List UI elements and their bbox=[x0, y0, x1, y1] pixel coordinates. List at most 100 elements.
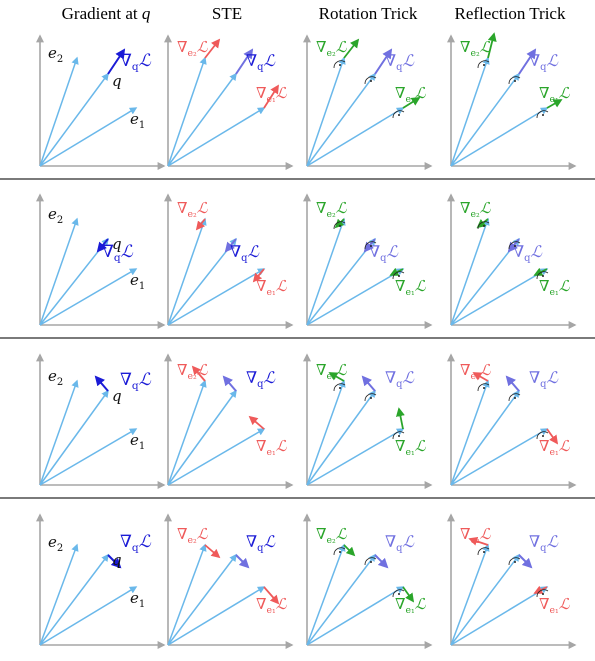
angle-arc bbox=[508, 557, 521, 566]
angle-arc bbox=[392, 110, 405, 119]
gradient-label: ∇qℒ bbox=[120, 370, 152, 392]
angle-dot bbox=[514, 561, 516, 563]
angle-arc bbox=[364, 393, 377, 402]
gradient-label: ∇e₁ℒ bbox=[539, 84, 571, 105]
panel-r1-c4: ∇qℒ∇e₂ℒ∇e₁ℒ bbox=[447, 32, 577, 170]
angle-arc bbox=[333, 383, 346, 392]
row-separator bbox=[0, 497, 595, 499]
vector-q bbox=[306, 553, 376, 646]
angle-arc bbox=[333, 60, 346, 69]
angle-arc bbox=[392, 431, 405, 440]
vector-label: q bbox=[112, 72, 122, 90]
vector-e2 bbox=[39, 56, 79, 167]
gradient-label: ∇e₁ℒ bbox=[256, 595, 288, 616]
angle-dot bbox=[398, 114, 400, 116]
gradient-e1-arrow bbox=[263, 84, 279, 109]
angle-dot bbox=[542, 114, 544, 116]
vector-q bbox=[39, 72, 109, 167]
header-text: Rotation Trick bbox=[318, 4, 418, 23]
angle-dot bbox=[398, 435, 400, 437]
angle-dot bbox=[370, 80, 372, 82]
vector-q bbox=[306, 72, 376, 167]
angle-dot bbox=[483, 225, 485, 227]
angle-arc bbox=[364, 557, 377, 566]
angle-arc bbox=[477, 547, 490, 556]
gradient-label: ∇e₁ℒ bbox=[395, 84, 427, 105]
gradient-label: ∇e₂ℒ bbox=[316, 525, 348, 546]
gradient-e2-arrow bbox=[204, 544, 221, 559]
panel-r1-c2: ∇qℒ∇e₂ℒ∇e₁ℒ bbox=[164, 34, 294, 170]
gradient-e1-arrow bbox=[252, 268, 265, 283]
vector-e1 bbox=[39, 107, 138, 167]
vector-e2 bbox=[39, 217, 79, 326]
angle-arc bbox=[536, 431, 549, 440]
gradient-e1-arrow bbox=[546, 99, 563, 109]
vector-e2 bbox=[39, 543, 79, 646]
gradient-label: ∇qℒ bbox=[529, 51, 559, 73]
vector-label: e2 bbox=[48, 367, 63, 388]
vector-q bbox=[39, 389, 109, 486]
gradient-label: ∇qℒ bbox=[369, 242, 399, 264]
angle-arc bbox=[536, 589, 549, 598]
gradient-label: ∇e₂ℒ bbox=[316, 361, 348, 382]
vector-q bbox=[306, 237, 376, 326]
row-separator bbox=[0, 337, 595, 339]
angle-dot bbox=[483, 551, 485, 553]
gradient-label: ∇e₁ℒ bbox=[395, 595, 427, 616]
angle-arc bbox=[364, 241, 377, 250]
gradient-q-arrow bbox=[374, 48, 393, 75]
gradient-label: ∇qℒ bbox=[102, 242, 134, 264]
vector-e1 bbox=[450, 428, 549, 486]
vector-e2 bbox=[450, 56, 490, 167]
angle-arc bbox=[333, 547, 346, 556]
panel-r2-c3: ∇qℒ∇e₂ℒ∇e₁ℒ bbox=[303, 193, 433, 329]
angle-dot bbox=[514, 397, 516, 399]
gradient-label: ∇qℒ bbox=[529, 532, 559, 554]
panel-r4-c3: ∇qℒ∇e₂ℒ∇e₁ℒ bbox=[303, 513, 433, 649]
angle-arc bbox=[392, 271, 405, 280]
vector-label: e2 bbox=[48, 205, 63, 226]
gradient-label: ∇qℒ bbox=[529, 368, 559, 390]
panel-r4-c4: ∇qℒ∇e₂ℒ∇e₁ℒ bbox=[447, 513, 577, 649]
vector-e1 bbox=[167, 268, 266, 326]
panel-r3-c2: ∇qℒ∇e₂ℒ∇e₁ℒ bbox=[164, 353, 294, 489]
gradient-e1-arrow bbox=[263, 586, 280, 605]
gradient-label: ∇e₁ℒ bbox=[256, 84, 288, 105]
vector-label: e1 bbox=[130, 589, 145, 610]
gradient-label: ∇e₁ℒ bbox=[256, 277, 288, 298]
gradient-label: ∇e₂ℒ bbox=[177, 525, 209, 546]
vector-q bbox=[167, 553, 237, 646]
angle-dot bbox=[542, 435, 544, 437]
gradient-e2-arrow bbox=[334, 218, 345, 229]
gradient-q-arrow bbox=[518, 554, 533, 569]
gradient-e1-arrow bbox=[402, 97, 421, 109]
gradient-e2-arrow bbox=[343, 544, 356, 557]
vector-e1 bbox=[167, 107, 266, 167]
vector-e1 bbox=[450, 586, 549, 646]
gradient-label: ∇qℒ bbox=[120, 51, 152, 73]
vector-e2 bbox=[306, 56, 346, 167]
vector-q bbox=[167, 389, 237, 486]
gradient-label: ∇e₂ℒ bbox=[316, 199, 348, 220]
vector-e2 bbox=[450, 379, 490, 486]
vector-q bbox=[450, 389, 520, 486]
gradient-label: ∇e₂ℒ bbox=[177, 199, 209, 220]
row-separator bbox=[0, 178, 595, 180]
gradient-e1-arrow bbox=[546, 428, 559, 445]
vector-label: e1 bbox=[130, 110, 145, 131]
gradient-e2-arrow bbox=[204, 38, 221, 59]
gradient-label: ∇e₂ℒ bbox=[460, 199, 492, 220]
angle-dot bbox=[483, 64, 485, 66]
panel-r2-c4: ∇qℒ∇e₂ℒ∇e₁ℒ bbox=[447, 193, 577, 329]
vector-e2 bbox=[450, 543, 490, 646]
vector-e1 bbox=[306, 586, 405, 646]
vector-e2 bbox=[167, 543, 207, 646]
angle-dot bbox=[398, 275, 400, 277]
vector-label: e1 bbox=[130, 271, 145, 292]
header-reflection-trick: Reflection Trick bbox=[455, 4, 566, 24]
vector-q bbox=[39, 237, 109, 326]
gradient-label: ∇qℒ bbox=[385, 368, 415, 390]
angle-arc bbox=[392, 589, 405, 598]
gradient-e2-arrow bbox=[191, 365, 206, 382]
vector-e1 bbox=[450, 268, 549, 326]
